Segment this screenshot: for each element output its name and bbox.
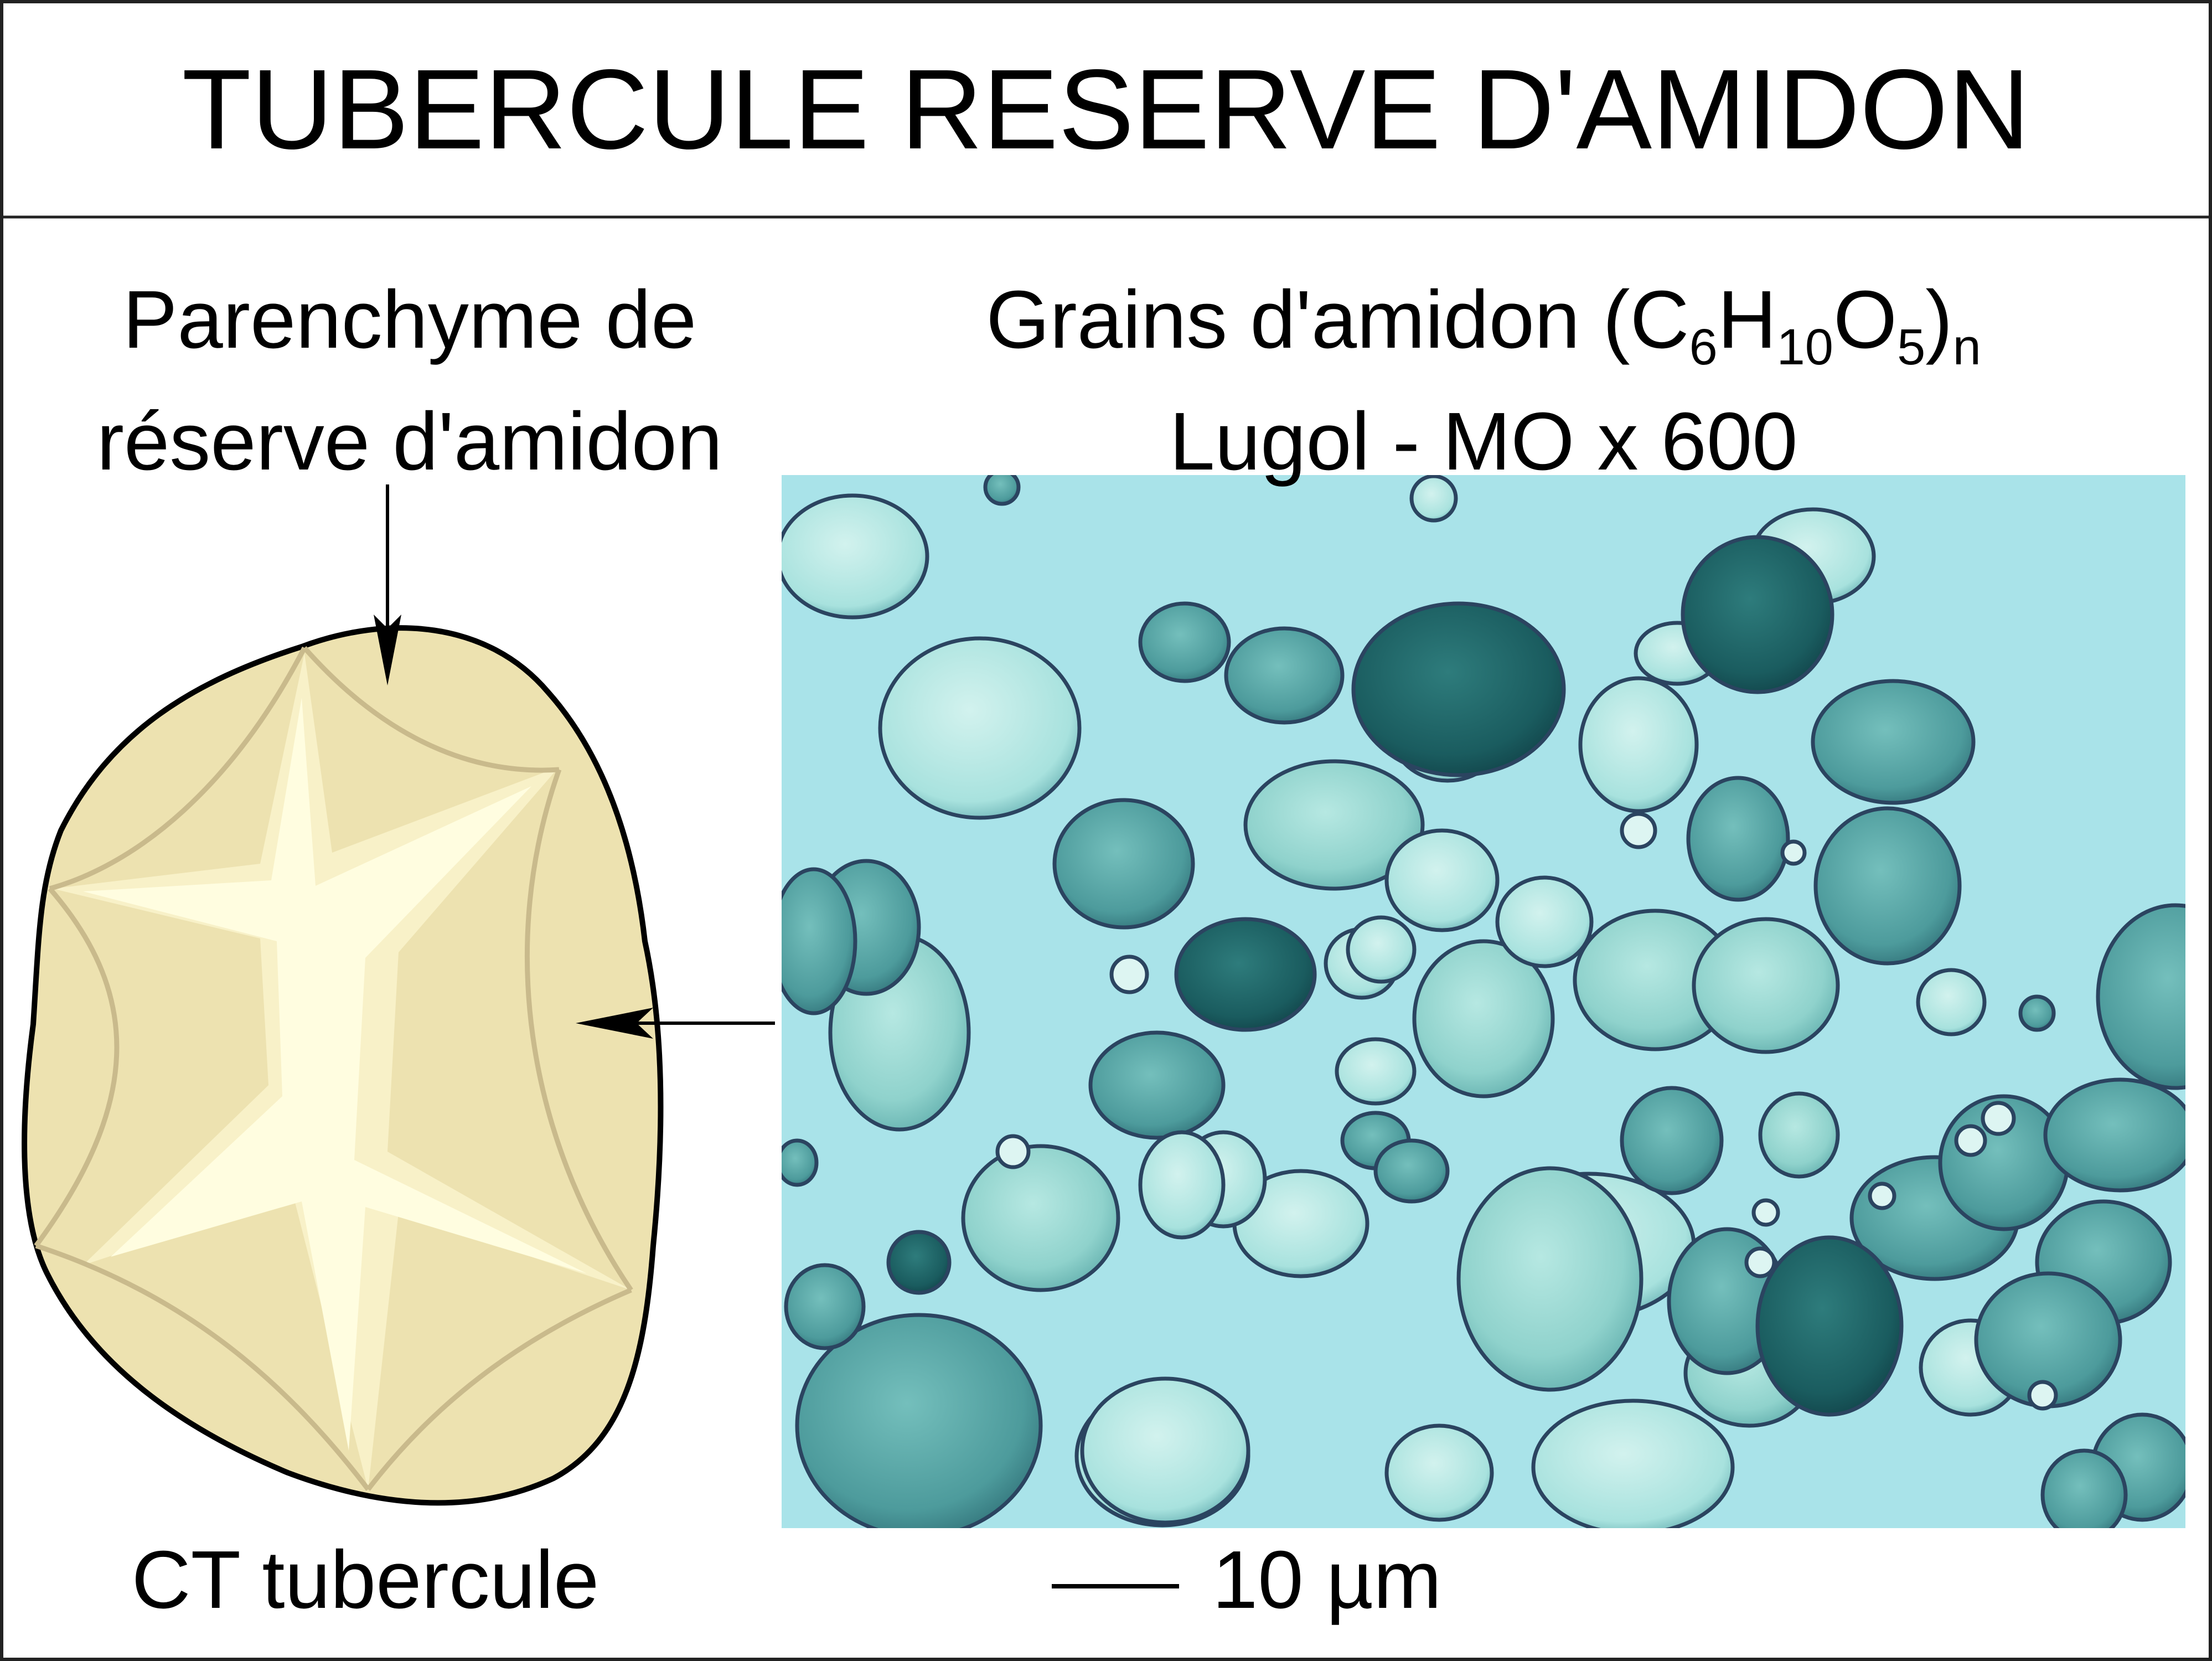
parenchyma-label-line2: réserve d'amidon: [96, 396, 723, 487]
ct-tuber-caption: CT tubercule: [131, 1534, 599, 1626]
arrow-down-icon: [374, 484, 401, 685]
formula-sub-n: n: [1952, 319, 1981, 375]
stain-magnification-line: Lugol - MO x 600: [1169, 396, 1798, 487]
tuber-cross-section: [22, 625, 664, 1506]
formula-sub-o: 5: [1897, 319, 1926, 375]
figure-title: TUBERCULE RESERVE D'AMIDON: [182, 46, 2030, 173]
starch-formula-line: Grains d'amidon (C6H10O5)n: [786, 259, 2181, 381]
scale-bar-label: 10 µm: [1212, 1534, 1442, 1626]
formula-sub-h: 10: [1776, 319, 1833, 375]
formula-sub-c: 6: [1689, 319, 1718, 375]
medulla: [83, 698, 587, 1451]
formula-o: O: [1833, 274, 1898, 365]
parenchyma-label: Parenchyme de réserve d'amidon: [22, 259, 797, 503]
arrow-left-icon: [576, 1008, 775, 1039]
formula-h: H: [1717, 274, 1777, 365]
parenchyma-label-line1: Parenchyme de: [122, 274, 697, 365]
micrograph: [782, 475, 2185, 1528]
formula-close: ): [1925, 274, 1953, 365]
starch-grains-label: Grains d'amidon (C6H10O5)n Lugol - MO x …: [786, 259, 2181, 503]
starch-grains: [782, 475, 2185, 1528]
inner-boundaries: [34, 646, 633, 1491]
formula-prefix: Grains d'amidon (C: [986, 274, 1689, 365]
